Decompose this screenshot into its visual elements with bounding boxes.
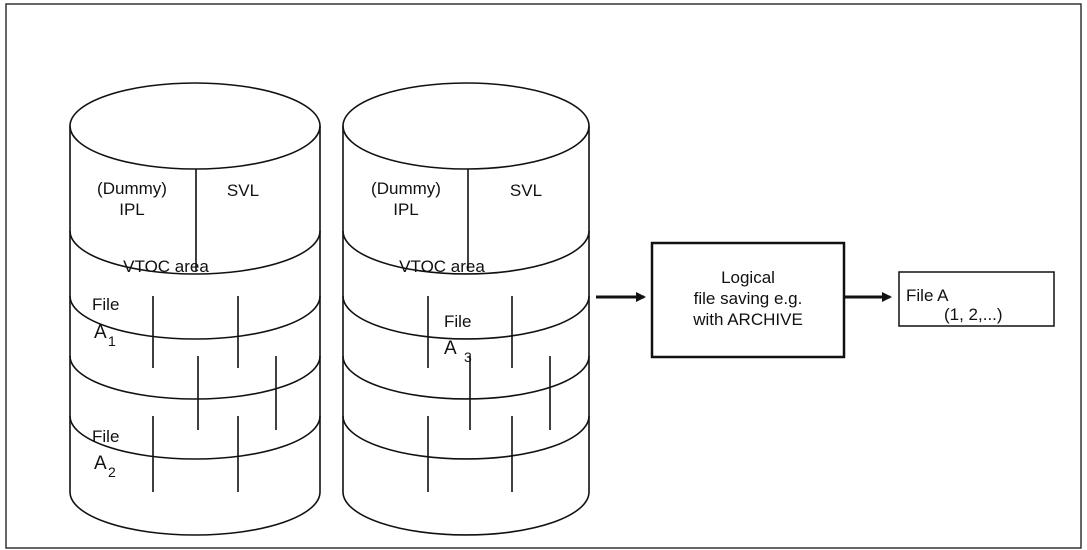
disk-2-bottom [342,491,590,536]
disk-1-file-a1-index: 1 [108,333,116,349]
disk-2-labels: (Dummy) IPL SVL VTOC area File A 3 [371,179,542,365]
disk-2-dummy-label: (Dummy) [371,179,441,198]
disk-2-top [342,82,590,170]
process-box-line-2: file saving e.g. [694,289,803,308]
disk-2 [342,82,590,536]
disk-1-bottom [69,491,321,536]
logical-file-saving-box [650,241,846,359]
disk-1-vtoc-label: VTOC area [123,257,209,276]
outer-frame [5,3,1082,549]
disk-1-top [69,82,321,170]
disk-2-file-a3-word: File [444,312,471,331]
disk-2-vtoc-label: VTOC area [399,257,485,276]
disk-1-file-a2-index: 2 [108,464,116,480]
disk-1 [69,82,321,536]
disk-2-svl-label: SVL [510,181,542,200]
disk-1-svl-label: SVL [227,181,259,200]
output-file-box [898,271,1055,327]
disk-1-file-a1-letter: A [94,322,107,343]
output-box-line-2: (1, 2,...) [944,305,1003,324]
process-box-line-1: Logical [721,268,775,287]
disk-1-file-a2-word: File [92,427,119,446]
disk-1-dummy-label: (Dummy) [97,179,167,198]
disk-1-ipl-label: IPL [119,200,145,219]
disk-2-file-a3-index: 3 [464,349,472,365]
disk-1-labels: (Dummy) IPL SVL VTOC area File A 1 File … [92,179,259,480]
output-box-line-1: File A [906,286,949,305]
disk-1-file-a2-letter: A [94,453,107,474]
disk-1-file-a1-word: File [92,295,119,314]
disk-2-file-a3-letter: A [444,338,457,359]
disk-2-ipl-label: IPL [393,200,419,219]
process-box-line-3: with ARCHIVE [692,310,803,329]
